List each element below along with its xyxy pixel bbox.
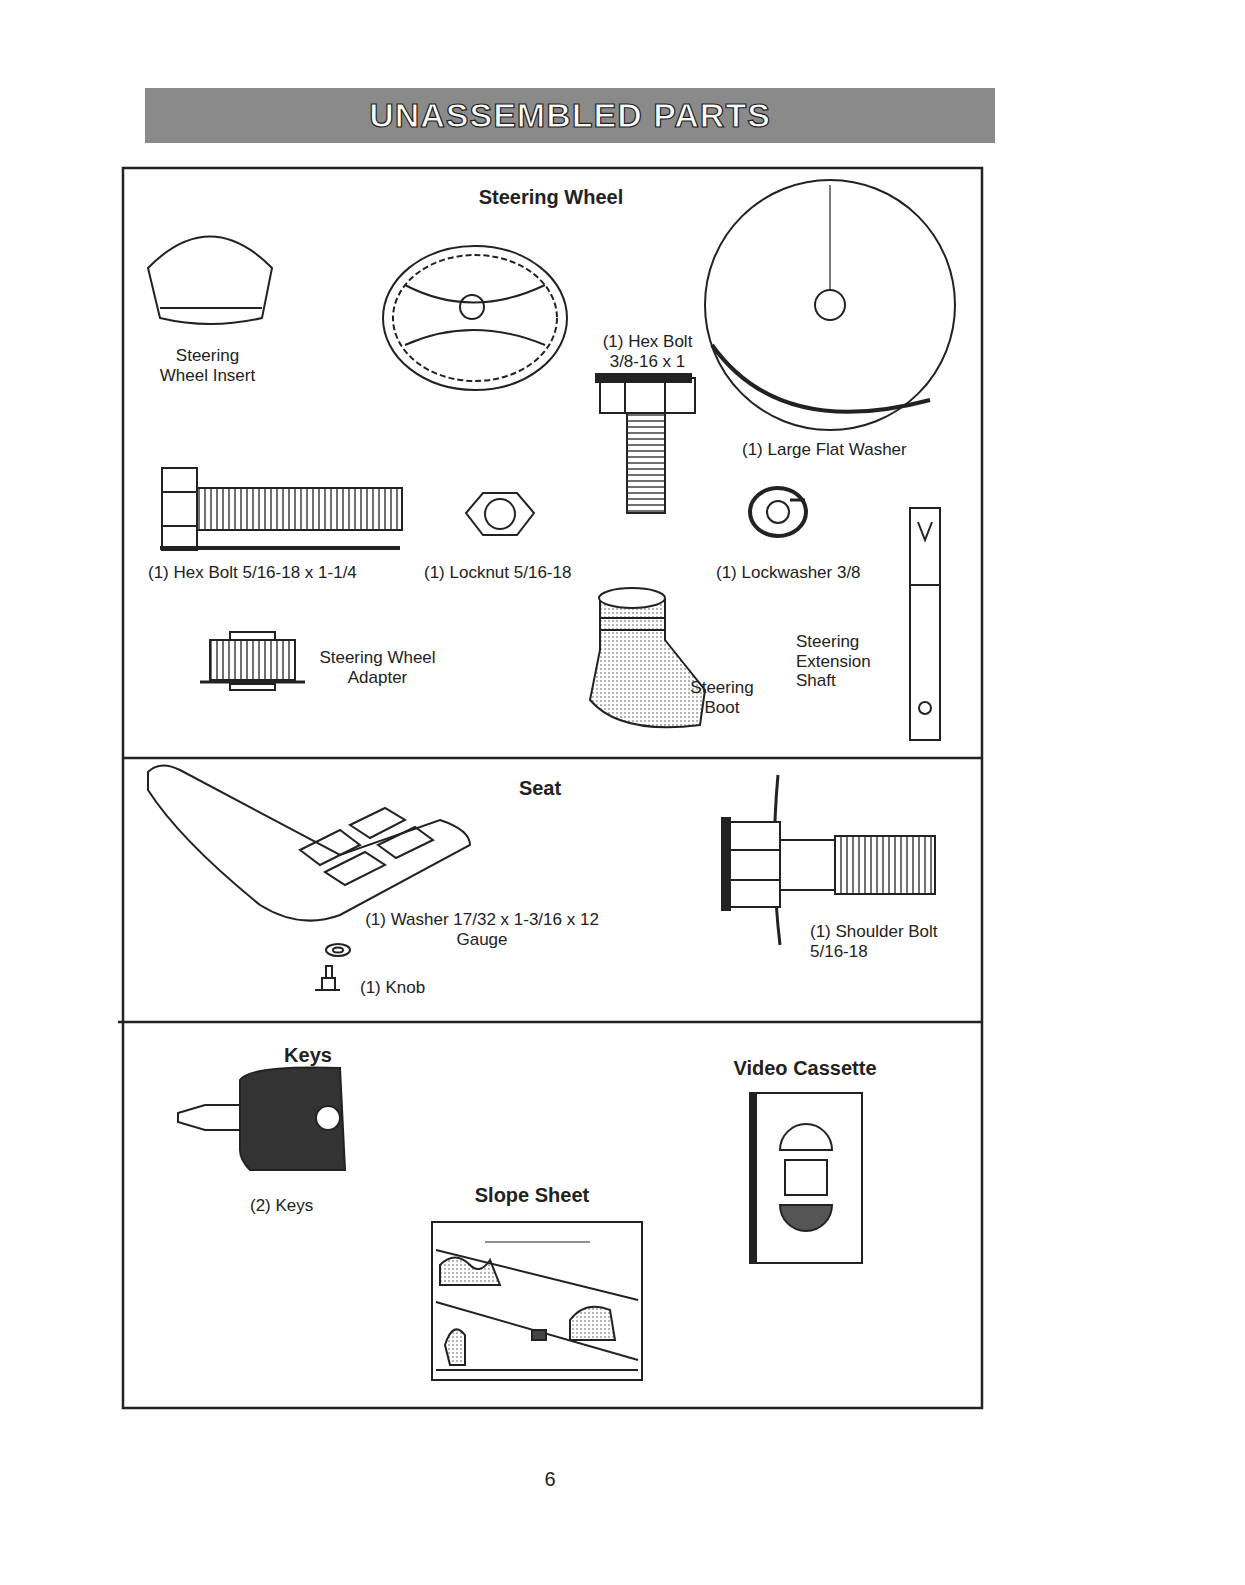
part-label: (1) Knob: [360, 978, 460, 998]
part-label: (1) Shoulder Bolt 5/16-18: [810, 922, 940, 961]
section-heading: Video Cassette: [733, 1057, 876, 1080]
section-heading: Keys: [284, 1044, 332, 1067]
part-label: (1) Lockwasher 3/8: [716, 563, 896, 583]
section-heading: Seat: [519, 777, 561, 800]
part-label: (1) Washer 17/32 x 1-3/16 x 12 Gauge: [352, 910, 612, 949]
part-label: (1) Large Flat Washer: [742, 440, 942, 460]
title-text: UNASSEMBLED PARTS: [369, 96, 771, 135]
title-banner: UNASSEMBLED PARTS: [145, 88, 995, 143]
part-label: (2) Keys: [250, 1196, 350, 1216]
part-label: Steering Extension Shaft: [796, 632, 896, 691]
part-label: (1) Hex Bolt 5/16-18 x 1-1/4: [148, 563, 398, 583]
page-number: 6: [535, 1468, 565, 1491]
section-heading: Steering Wheel: [479, 186, 623, 209]
part-label: Steering Boot: [672, 678, 772, 717]
part-label: Steering Wheel Adapter: [305, 648, 450, 687]
part-label: (1) Locknut 5/16-18: [424, 563, 604, 583]
part-label: Steering Wheel Insert: [150, 346, 265, 385]
section-heading: Slope Sheet: [475, 1184, 589, 1207]
parts-panel: Seat: [123, 758, 982, 1022]
part-label: (1) Hex Bolt 3/8-16 x 1: [590, 332, 705, 371]
